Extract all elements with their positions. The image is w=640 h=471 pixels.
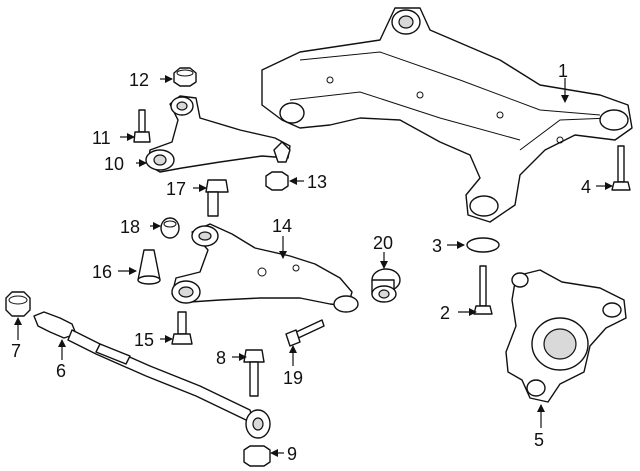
bushing-part-20[interactable] [371,268,401,303]
nut-part-9[interactable] [243,445,271,467]
nut-part-13[interactable] [265,171,289,191]
tie-rod-part[interactable] [33,311,271,439]
callout-2: 2 [440,303,450,323]
upper-control-arm-part[interactable] [145,95,291,173]
knuckle-part[interactable] [505,269,627,403]
bolt-part-8[interactable] [243,349,265,397]
washer-part[interactable] [466,237,500,253]
callout-leaders [14,75,613,457]
bolt-part-19[interactable] [285,319,325,347]
bolt-part[interactable] [133,109,151,143]
callout-8: 8 [216,348,226,368]
callout-15: 15 [134,330,154,350]
callout-14: 14 [272,216,292,236]
callout-19: 19 [283,368,303,388]
callout-5: 5 [534,430,544,450]
callout-6: 6 [56,361,66,381]
nut-part-7[interactable] [5,291,31,317]
callout-18: 18 [120,217,140,237]
callout-3: 3 [432,236,442,256]
bolt-part-2[interactable] [473,265,493,315]
bushing-part[interactable] [160,217,180,239]
callout-11: 11 [92,128,111,148]
callout-7: 7 [11,341,21,361]
callout-4: 4 [581,177,591,197]
lower-control-arm-part[interactable] [171,223,359,313]
callout-labels: 1 2 3 4 5 6 7 8 9 10 11 12 13 14 15 16 1… [11,61,591,464]
callout-13: 13 [307,172,327,192]
callout-9: 9 [287,444,297,464]
bump-stop-part[interactable] [137,249,161,285]
callout-20: 20 [373,233,393,253]
subframe-part[interactable] [261,7,633,223]
callout-10: 10 [104,154,124,174]
bolt-part-17[interactable] [205,179,229,217]
callout-16: 16 [92,262,112,282]
bolt-part-15[interactable] [171,311,193,345]
nut-part[interactable] [173,67,197,87]
callout-12: 12 [129,70,149,90]
callout-17: 17 [166,179,186,199]
callout-1: 1 [558,61,568,81]
bolt-part-4[interactable] [611,145,631,191]
